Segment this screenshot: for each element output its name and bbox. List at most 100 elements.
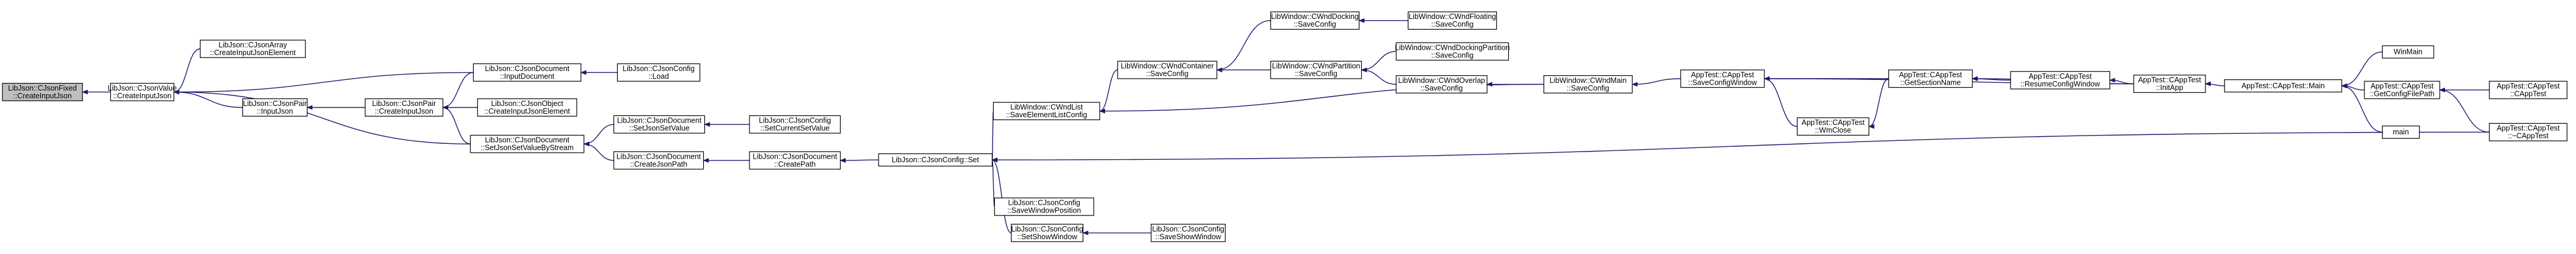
node-box <box>477 98 577 117</box>
node-box <box>1680 69 1765 88</box>
node-label: ::SetJsonSetValue <box>629 124 690 133</box>
node-label: ::SaveConfig <box>1567 84 1610 92</box>
graph-node[interactable]: LibJson::CJsonDocument::SetJsonSetValue <box>613 115 706 134</box>
node-label: LibWindow::CWndMain <box>1550 76 1627 85</box>
node-box <box>2489 81 2568 99</box>
graph-node[interactable]: LibWindow::CWndFloating::SaveConfig <box>1407 11 1497 30</box>
node-box <box>1396 42 1509 61</box>
node-label: ::SetCurrentSetValue <box>760 124 829 133</box>
node-label: LibJson::CJsonObject <box>491 99 563 108</box>
node-box <box>242 98 308 117</box>
node-label: LibJson::CJsonConfig <box>1008 199 1080 207</box>
graph-node[interactable]: AppTest::CAppTest::CAppTest <box>2489 81 2568 99</box>
node-box <box>470 134 585 153</box>
node-label: LibJson::CJsonConfig <box>1152 225 1224 233</box>
graph-node[interactable]: LibJson::CJsonPair::CreateInputJson <box>365 98 443 117</box>
graph-node[interactable]: LibJson::CJsonConfig::SaveWindowPosition <box>994 197 1094 216</box>
node-label: ::GetSectionName <box>1900 78 1961 86</box>
call-edge <box>1868 78 1889 129</box>
node-label: LibWindow::CWndOverlap <box>1398 76 1485 85</box>
graph-node[interactable]: LibWindow::CWndList::SaveElementListConf… <box>992 102 1100 120</box>
call-edge <box>173 89 471 144</box>
node-label: ::SaveConfig <box>1431 51 1474 59</box>
call-edge <box>1361 51 1396 73</box>
node-label: ::InputJson <box>257 107 293 115</box>
graph-node[interactable]: LibWindow::CWndContainer::SaveConfig <box>1117 60 1218 79</box>
graph-node[interactable]: LibJson::CJsonPair::InputJson <box>242 98 308 117</box>
node-box <box>1796 117 1869 136</box>
graph-node[interactable]: LibJson::CJsonConfig::SaveShowWindow <box>1151 224 1226 242</box>
graph-node[interactable]: LibWindow::CWndMain::SaveConfig <box>1543 75 1633 94</box>
graph-node[interactable]: AppTest::CAppTest::GetSectionName <box>1888 69 1973 88</box>
graph-node[interactable]: LibJson::CJsonDocument::InputDocument <box>473 63 582 82</box>
node-label: LibJson::CJsonDocument <box>485 65 570 73</box>
call-edge <box>442 72 474 110</box>
node-box <box>365 98 443 117</box>
node-label: ::CreateInputJsonElement <box>484 107 570 115</box>
node-box <box>1011 224 1084 242</box>
call-edge <box>1099 69 1118 114</box>
graph-node[interactable]: AppTest::CAppTest::WmClose <box>1796 117 1869 136</box>
node-box <box>613 151 704 170</box>
node-label: ::SaveConfig <box>1294 20 1336 28</box>
graph-node[interactable]: LibJson::CJsonConfig::Set <box>878 153 993 167</box>
node-box <box>1270 11 1360 30</box>
graph-node[interactable]: LibWindow::CWndDockingPartition::SaveCon… <box>1395 42 1510 61</box>
graph-node[interactable]: LibJson::CJsonValue::CreateInputJson <box>108 83 177 101</box>
graph-node[interactable]: AppTest::CAppTest::SaveConfigWindow <box>1680 69 1765 88</box>
graph-node[interactable]: LibJson::CJsonDocument::CreatePath <box>749 151 841 170</box>
node-layer: LibJson::CJsonFixed::CreateInputJsonLibJ… <box>2 11 2568 242</box>
graph-node[interactable]: AppTest::CAppTest::InitApp <box>2133 75 2206 93</box>
graph-node[interactable]: LibJson::CJsonObject::CreateInputJsonEle… <box>477 98 577 117</box>
node-label: LibWindow::CWndPartition <box>1272 62 1361 70</box>
call-edge <box>1361 67 1396 85</box>
node-label: ::SaveConfig <box>1146 70 1189 78</box>
graph-node[interactable]: LibWindow::CWndDocking::SaveConfig <box>1270 11 1360 30</box>
node-box <box>110 83 174 101</box>
node-box <box>2 83 83 101</box>
call-edge <box>583 142 614 161</box>
node-label: ::SaveConfig <box>1295 70 1338 78</box>
call-edge <box>2204 81 2225 86</box>
graph-node[interactable]: LibWindow::CWndPartition::SaveConfig <box>1270 60 1362 79</box>
graph-node[interactable]: WinMain <box>2382 45 2434 59</box>
node-label: ::CreatePath <box>774 160 816 168</box>
call-edge <box>991 131 2489 163</box>
node-label: LibWindow::CWndFloating <box>1409 12 1496 21</box>
graph-node[interactable]: LibJson::CJsonArray::CreateInputJsonElem… <box>200 40 306 58</box>
node-label: ::SaveConfig <box>1431 20 1474 28</box>
node-label: main <box>2393 128 2409 136</box>
graph-node[interactable]: LibJson::CJsonConfig::SetShowWindow <box>1011 224 1084 242</box>
node-box <box>1117 60 1218 79</box>
node-box <box>994 197 1094 216</box>
node-label: AppTest::CAppTest <box>1899 70 1962 79</box>
call-edge <box>1216 20 1271 73</box>
node-label: AppTest::CAppTest <box>2370 82 2434 90</box>
call-edge <box>2341 83 2383 133</box>
node-label: LibJson::CJsonPair <box>243 99 307 108</box>
graph-node[interactable]: AppTest::CAppTest::GetConfigFilePath <box>2364 81 2440 99</box>
node-label: AppTest::CAppTest <box>2138 76 2201 84</box>
call-edge <box>173 89 243 108</box>
node-box <box>2133 75 2206 93</box>
node-label: ::ResumeConfigWindow <box>2020 80 2101 88</box>
node-box <box>2010 71 2111 89</box>
node-label: ::InitApp <box>2156 83 2184 92</box>
graph-node[interactable]: LibJson::CJsonConfig::Load <box>617 63 701 82</box>
graph-node[interactable]: LibWindow::CWndOverlap::SaveConfig <box>1396 75 1487 94</box>
node-label: LibJson::CJsonConfig <box>1011 225 1083 233</box>
graph-node[interactable]: main <box>2382 126 2420 139</box>
graph-node[interactable]: LibJson::CJsonConfig::SetCurrentSetValue <box>749 115 841 134</box>
graph-node[interactable]: AppTest::CAppTest::Main <box>2224 79 2342 93</box>
graph-node[interactable]: LibJson::CJsonDocument::CreateJsonPath <box>613 151 704 170</box>
node-label: LibWindow::CWndContainer <box>1121 62 1214 70</box>
node-box <box>2364 81 2440 99</box>
graph-node[interactable]: AppTest::CAppTest::ResumeConfigWindow <box>2010 71 2111 89</box>
call-edge <box>583 124 614 147</box>
call-edge <box>2341 52 2383 89</box>
node-box <box>992 102 1100 120</box>
graph-node[interactable]: AppTest::CAppTest::~CAppTest <box>2489 123 2568 142</box>
graph-node[interactable]: LibJson::CJsonDocument::SetJsonSetValueB… <box>470 134 585 153</box>
node-label: ::SetJsonSetValueByStream <box>481 144 574 152</box>
